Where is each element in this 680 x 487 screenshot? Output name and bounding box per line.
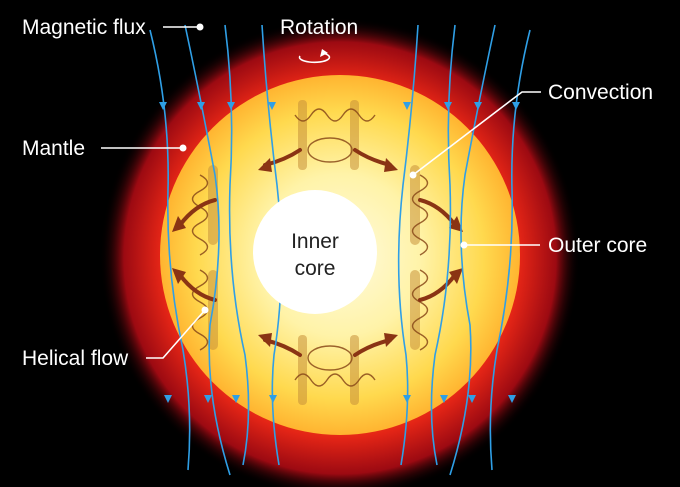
rotation-label: Rotation [280, 16, 358, 39]
leader-dots [179, 23, 468, 314]
inner-core [253, 190, 377, 314]
flux-arrowheads [159, 102, 520, 403]
rotation-icon [298, 49, 331, 64]
magnetic-flux-label: Magnetic flux [22, 16, 146, 39]
leader-lines [101, 26, 541, 359]
outer-core-label: Outer core [548, 234, 647, 257]
helical-flow-label: Helical flow [22, 347, 129, 370]
inner-core-label-line2: core [295, 257, 336, 280]
mantle-label: Mantle [22, 137, 85, 160]
convection-label: Convection [548, 81, 653, 104]
convection-arrowheads [172, 158, 463, 347]
inner-core-label-line1: Inner [291, 230, 339, 253]
